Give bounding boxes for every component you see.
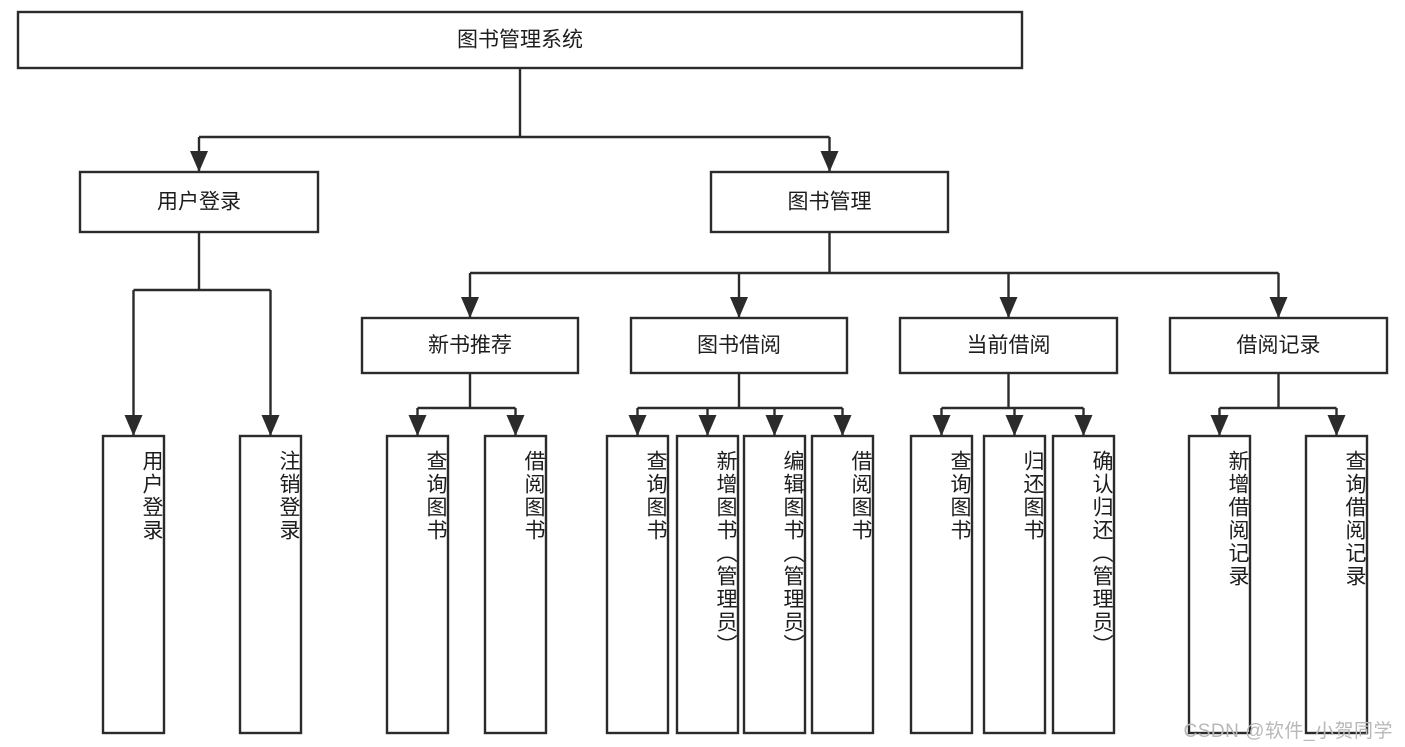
arrow-root-to-book-manage: [820, 151, 839, 172]
arrow-current-borrow-to-leaf-query-book-3: [932, 415, 951, 436]
node-leaf-add-book[interactable]: [675, 434, 740, 735]
node-box-layer: [16, 10, 1389, 735]
arrow-book-manage-to-borrow-record: [1269, 297, 1288, 318]
node-leaf-user-logout[interactable]: [238, 434, 303, 735]
arrow-book-manage-to-book-borrow: [730, 297, 748, 318]
node-leaf-edit-book[interactable]: [742, 434, 807, 735]
node-leaf-user-login[interactable]: [101, 434, 166, 735]
arrow-book-manage-to-new-book-recommend: [461, 297, 479, 318]
node-current-borrow[interactable]: [898, 316, 1119, 375]
node-leaf-borrow-book-1[interactable]: [483, 434, 548, 735]
arrow-new-book-recommend-to-leaf-borrow-book-1: [506, 415, 525, 436]
node-borrow-record-label: 借阅记录: [1237, 334, 1321, 357]
arrow-user-login-to-leaf-user-login: [124, 415, 143, 436]
node-leaf-return-book[interactable]: [982, 434, 1047, 735]
connector-layer: [124, 68, 1346, 436]
node-leaf-confirm-return[interactable]: [1051, 434, 1116, 735]
node-current-borrow-label: 当前借阅: [967, 334, 1051, 357]
arrow-book-borrow-to-leaf-borrow-book-2: [833, 415, 852, 436]
arrow-borrow-record-to-leaf-query-record: [1327, 415, 1346, 436]
node-user-login-label: 用户登录: [157, 191, 241, 214]
node-leaf-add-record[interactable]: [1187, 434, 1252, 735]
arrow-book-manage-to-current-borrow: [999, 297, 1018, 318]
node-book-manage[interactable]: [709, 170, 950, 234]
arrow-book-borrow-to-leaf-query-book-2: [628, 415, 647, 436]
node-book-borrow[interactable]: [629, 316, 849, 375]
node-new-book-recommend-label: 新书推荐: [428, 334, 512, 357]
arrow-book-borrow-to-leaf-add-book: [698, 415, 717, 436]
node-book-manage-label: 图书管理: [788, 191, 872, 214]
arrow-current-borrow-to-leaf-confirm-return: [1074, 415, 1093, 436]
watermark-text: CSDN @软件_小贺同学: [1183, 721, 1393, 742]
node-book-borrow-label: 图书借阅: [697, 334, 781, 357]
arrow-user-login-to-leaf-user-logout: [261, 415, 280, 436]
arrow-book-borrow-to-leaf-edit-book: [765, 415, 784, 436]
node-new-book-recommend[interactable]: [360, 316, 580, 375]
arrow-current-borrow-to-leaf-return-book: [1005, 415, 1024, 436]
node-leaf-borrow-book-2[interactable]: [810, 434, 875, 735]
node-leaf-query-book-3[interactable]: [909, 434, 974, 735]
node-root[interactable]: [16, 10, 1024, 70]
arrow-root-to-user-login: [190, 151, 208, 172]
node-root-label: 图书管理系统: [457, 29, 583, 52]
arrow-borrow-record-to-leaf-add-record: [1210, 415, 1229, 436]
node-borrow-record[interactable]: [1168, 316, 1389, 375]
node-leaf-query-record[interactable]: [1304, 434, 1369, 735]
arrow-new-book-recommend-to-leaf-query-book-1: [408, 415, 427, 436]
node-leaf-query-book-1[interactable]: [385, 434, 450, 735]
node-user-login[interactable]: [78, 170, 320, 234]
node-leaf-query-book-2[interactable]: [605, 434, 670, 735]
